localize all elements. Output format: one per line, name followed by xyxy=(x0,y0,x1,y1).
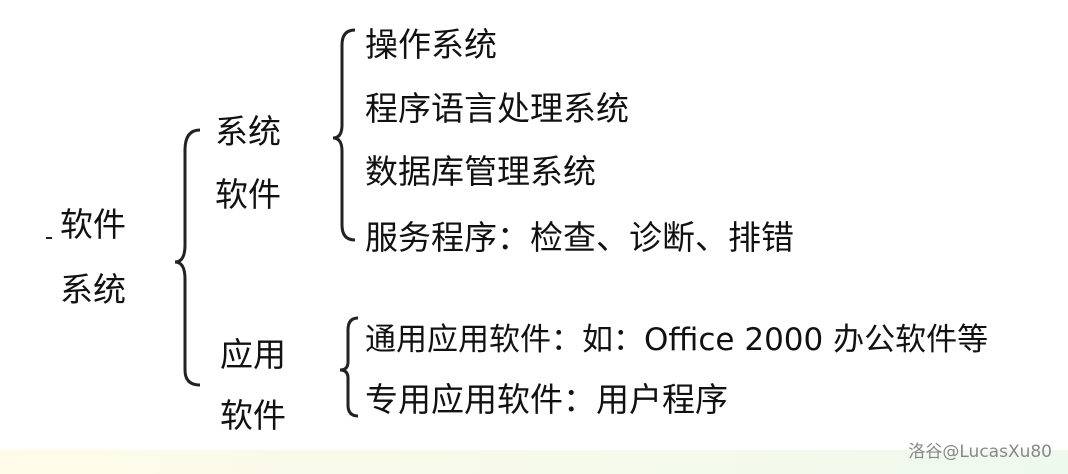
system-brace xyxy=(332,28,356,242)
root-label-1: 软件 xyxy=(60,205,126,244)
application-software-label-1: 应用 xyxy=(220,335,286,374)
system-software-label-2: 软件 xyxy=(215,175,281,214)
system-item: 数据库管理系统 xyxy=(365,152,596,191)
application-brace xyxy=(339,316,359,418)
application-software-label-2: 软件 xyxy=(220,396,286,435)
watermark: 洛谷@LucasXu80 xyxy=(908,442,1052,462)
application-item: 专用应用软件：用户程序 xyxy=(365,380,728,419)
system-software-label-1: 系统 xyxy=(215,112,281,151)
bottom-gradient xyxy=(0,450,1068,474)
application-item: 通用应用软件：如：Office 2000 办公软件等 xyxy=(365,322,989,358)
system-item: 操作系统 xyxy=(365,25,497,64)
system-item: 服务程序：检查、诊断、排错 xyxy=(365,218,794,257)
system-item: 程序语言处理系统 xyxy=(365,89,629,128)
main-brace xyxy=(174,128,201,387)
root-label-2: 系统 xyxy=(60,270,126,309)
